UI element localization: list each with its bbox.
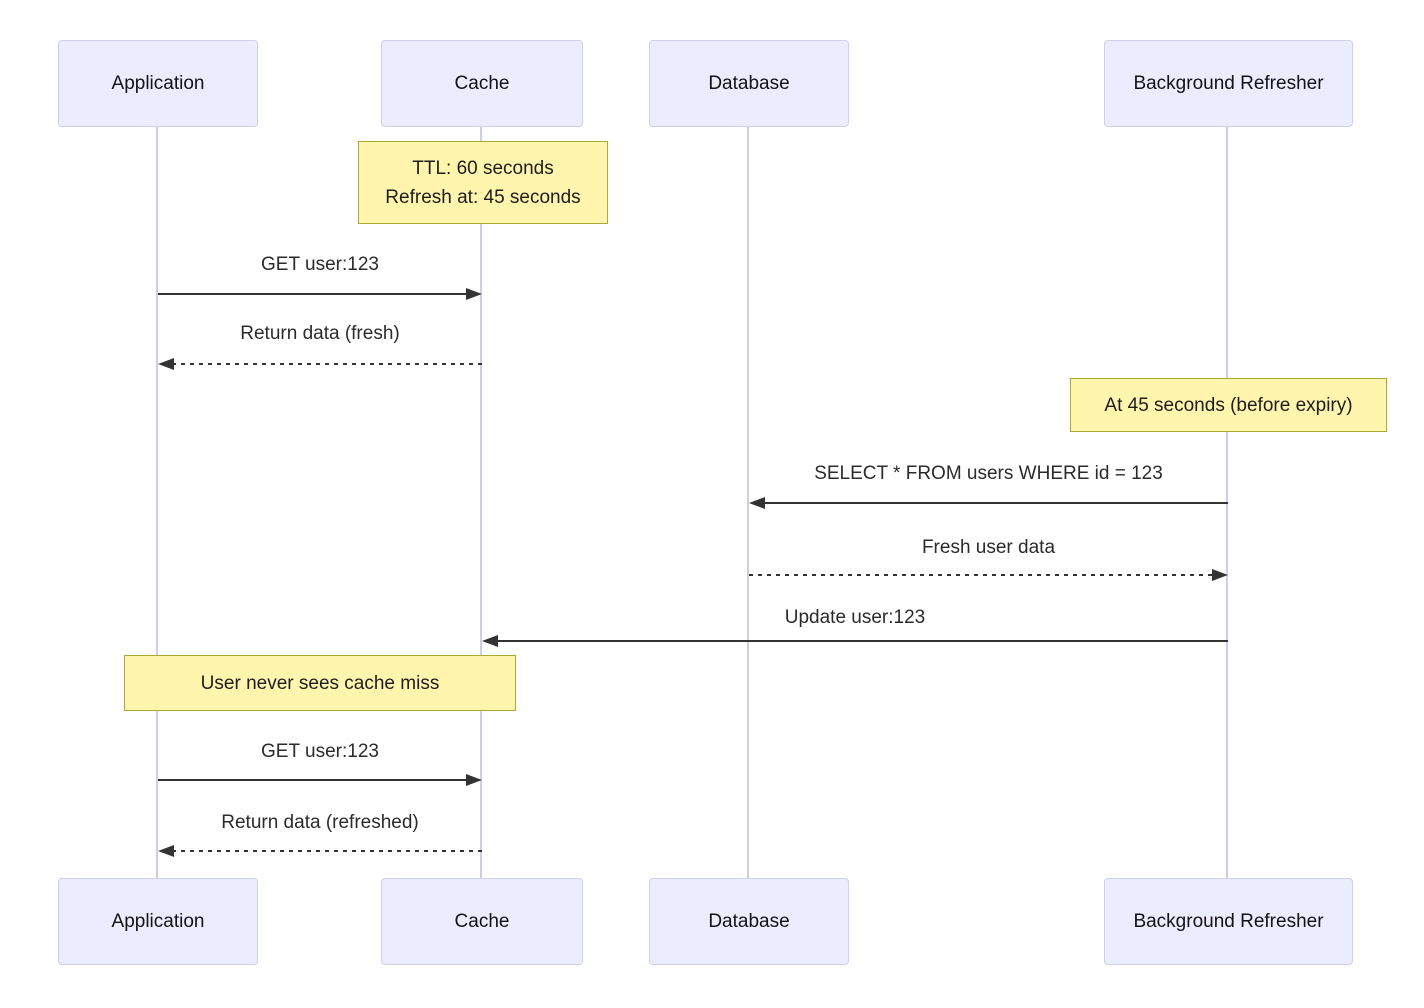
message-label-get-user-2: GET user:123 — [261, 741, 379, 762]
arrowhead-left-icon — [158, 845, 174, 857]
actor-label-background-refresher: Background Refresher — [1133, 72, 1324, 94]
arrowhead-right-icon — [466, 288, 482, 300]
actor-label-application: Application — [111, 910, 205, 932]
actor-database-bottom: Database — [649, 878, 849, 965]
message-label-return-fresh: Return data (fresh) — [240, 323, 400, 344]
actor-label-application: Application — [111, 72, 205, 94]
message-label-update-user: Update user:123 — [784, 607, 926, 628]
actor-label-cache: Cache — [454, 72, 510, 94]
actor-label-database: Database — [708, 72, 790, 94]
note-never-cache-miss: User never sees cache miss — [124, 655, 516, 711]
lifeline-application — [156, 127, 158, 878]
message-line-return-fresh — [172, 363, 482, 365]
actor-database-top: Database — [649, 40, 849, 127]
note-ttl: TTL: 60 seconds Refresh at: 45 seconds — [358, 141, 608, 224]
message-line-get-user-1 — [158, 293, 468, 295]
actor-background-refresher-top: Background Refresher — [1104, 40, 1353, 127]
message-line-fresh-user-data — [749, 574, 1214, 576]
lifeline-database — [747, 127, 749, 878]
actor-application-bottom: Application — [58, 878, 258, 965]
arrowhead-left-icon — [158, 358, 174, 370]
lifeline-cache — [480, 127, 482, 878]
message-line-return-refreshed — [172, 850, 482, 852]
actor-label-background-refresher: Background Refresher — [1133, 910, 1324, 932]
message-label-fresh-user-data: Fresh user data — [921, 537, 1056, 558]
message-line-get-user-2 — [158, 779, 468, 781]
message-line-select-users — [763, 502, 1228, 504]
message-label-select-users: SELECT * FROM users WHERE id = 123 — [814, 463, 1163, 484]
actor-cache-bottom: Cache — [381, 878, 583, 965]
note-at-45-seconds-line1: At 45 seconds (before expiry) — [1104, 394, 1353, 416]
message-line-update-user — [496, 640, 1228, 642]
arrowhead-left-icon — [749, 497, 765, 509]
note-never-cache-miss-line1: User never sees cache miss — [200, 672, 440, 694]
actor-cache-top: Cache — [381, 40, 583, 127]
note-at-45-seconds: At 45 seconds (before expiry) — [1070, 378, 1387, 432]
actor-background-refresher-bottom: Background Refresher — [1104, 878, 1353, 965]
arrowhead-right-icon — [466, 774, 482, 786]
arrowhead-right-icon — [1212, 569, 1228, 581]
note-ttl-line1: TTL: 60 seconds — [412, 157, 554, 179]
arrowhead-left-icon — [482, 635, 498, 647]
actor-label-database: Database — [708, 910, 790, 932]
note-ttl-line2: Refresh at: 45 seconds — [385, 186, 581, 208]
message-label-get-user-1: GET user:123 — [261, 254, 379, 275]
actor-application-top: Application — [58, 40, 258, 127]
actor-label-cache: Cache — [454, 910, 510, 932]
message-label-return-refreshed: Return data (refreshed) — [221, 812, 419, 833]
